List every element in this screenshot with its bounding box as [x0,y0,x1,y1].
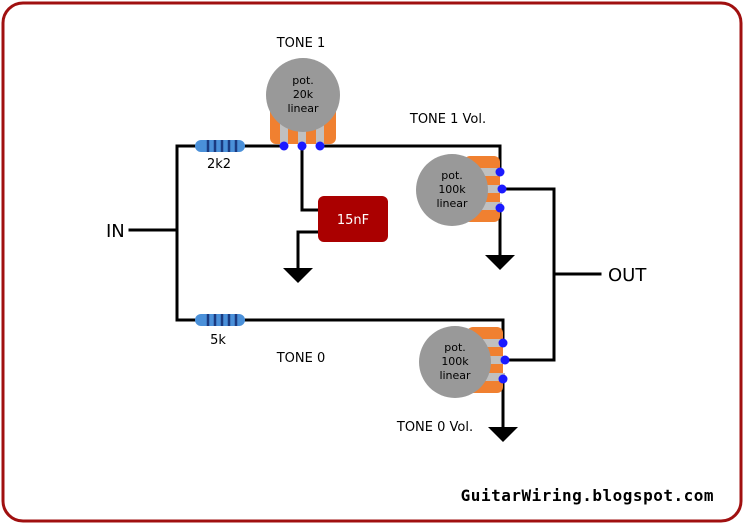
resistor-2k2 [195,140,245,152]
ground-symbol-cap [283,268,313,283]
pot-tone0-vol-line3: linear [439,369,471,382]
ground-symbol-tone0-vol [488,427,518,442]
label-r-bottom: 5k [210,333,226,348]
pot-tone1-line1: pot. [292,74,314,87]
ground-symbol-tone1-vol [485,255,515,270]
capacitor-body [318,196,388,242]
resistor-5k [195,314,245,326]
pot-tone1 [266,58,340,146]
label-input: IN [106,221,125,242]
label-r-top: 2k2 [207,157,231,172]
pot-tone1-vol-line2: 100k [438,183,466,196]
wires [128,144,602,429]
pot-tone0-vol [419,326,505,398]
pot-tone1-vol [416,154,502,226]
pot-tone1-line2: 20k [293,88,314,101]
capacitor-label: 15nF [337,213,369,228]
pot-tone1-line3: linear [287,102,319,115]
pot-tone0-vol-line2: 100k [441,355,469,368]
label-tone1: TONE 1 [276,36,326,51]
terminal-markers [279,141,510,384]
pot-tone1-vol-line1: pot. [441,169,463,182]
label-tone1-vol: TONE 1 Vol. [409,112,486,127]
label-tone0-vol: TONE 0 Vol. [396,420,473,435]
label-output: OUT [608,265,647,286]
pot-tone1-vol-line3: linear [436,197,468,210]
brand-text: GuitarWiring.blogspot.com [461,486,714,505]
pot-tone0-vol-line1: pot. [444,341,466,354]
label-tone0: TONE 0 [276,351,326,366]
